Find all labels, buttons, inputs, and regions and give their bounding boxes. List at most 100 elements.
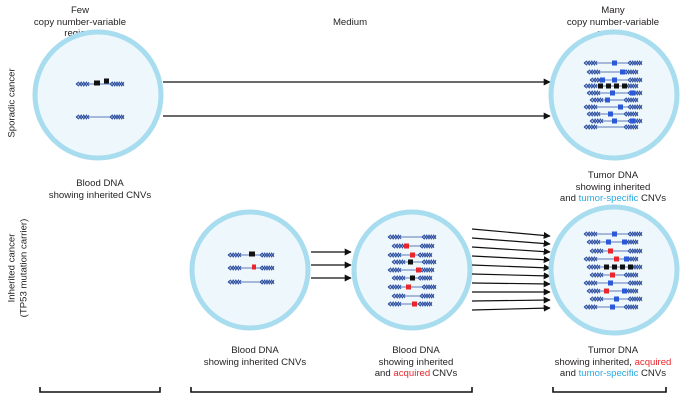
cell: [189, 209, 311, 331]
dna-helix-icon: [387, 267, 402, 273]
dna-strand: [623, 69, 639, 75]
dna-strand: [583, 124, 598, 130]
dna-strand: [627, 231, 643, 237]
arrow: [471, 304, 551, 312]
dna-strand: [421, 234, 437, 240]
cnv-marker: [410, 275, 415, 281]
dna-strand: [589, 97, 604, 103]
dna-helix-icon: [586, 264, 601, 270]
dna-helix-icon: [421, 284, 437, 290]
dna-strand: [586, 288, 601, 294]
dna-strand: [75, 81, 90, 87]
dna-strand: [586, 69, 601, 75]
dna-strand: [75, 114, 90, 120]
dna-helix-icon: [583, 104, 598, 110]
cnv-marker: [604, 288, 609, 294]
dna-helix-icon: [387, 234, 402, 240]
dna-helix-icon: [583, 83, 598, 89]
dna-helix-icon: [589, 248, 604, 254]
dna-strand: [421, 284, 437, 290]
dna-helix-icon: [391, 275, 406, 281]
dna-strand: [627, 296, 643, 302]
dna-strand: [623, 272, 639, 278]
dna-helix-icon: [417, 301, 433, 307]
dna-helix-icon: [623, 97, 639, 103]
dna-strand: [623, 304, 639, 310]
caption-inherited-blood2: Blood DNA showing inherited and acquired…: [374, 345, 458, 379]
dna-strand: [259, 265, 275, 271]
dna-strand: [259, 279, 275, 285]
dna-strand: [391, 293, 406, 299]
dna-strand: [586, 264, 601, 270]
cnv-marker: [416, 267, 421, 273]
cnv-marker: [610, 272, 615, 278]
dna-strand: [419, 267, 435, 273]
dna-strand: [586, 90, 601, 96]
dna-strand: [583, 304, 598, 310]
dna-strand: [227, 265, 242, 271]
cnv-marker: [408, 259, 413, 265]
dna-strand: [623, 124, 639, 130]
dna-strand: [419, 293, 435, 299]
dna-strand: [391, 259, 406, 265]
cnv-marker: [622, 83, 627, 89]
caption-inherited-blood1: Blood DNA showing inherited CNVs: [203, 345, 307, 368]
dna-strand: [623, 111, 639, 117]
dna-strand: [421, 259, 437, 265]
cnv-marker: [610, 304, 615, 310]
dna-strand: [421, 284, 437, 290]
dna-strand: [417, 252, 433, 258]
dna-strand: [259, 279, 275, 285]
dna-helix-icon: [627, 280, 643, 286]
dna-helix-icon: [627, 60, 643, 66]
cnv-marker: [612, 118, 617, 124]
dna-helix-icon: [589, 118, 604, 124]
dna-strand: [627, 296, 643, 302]
arrow: [471, 246, 551, 256]
dna-strand: [419, 243, 435, 249]
dna-helix-icon: [586, 288, 601, 294]
dna-strand: [417, 301, 433, 307]
dna-helix-icon: [391, 243, 406, 249]
dna-helix-icon: [583, 231, 598, 237]
dna-strand: [623, 272, 639, 278]
dna-strand: [417, 275, 433, 281]
dna-helix-icon: [387, 284, 402, 290]
dna-strand: [391, 243, 406, 249]
dna-helix-icon: [259, 279, 275, 285]
dna-helix-icon: [387, 301, 402, 307]
dna-strand: [627, 104, 643, 110]
cnv-marker: [404, 243, 409, 249]
dna-strand: [627, 280, 643, 286]
dna-strand: [227, 252, 242, 258]
dna-strand: [583, 231, 598, 237]
cnv-marker: [614, 83, 619, 89]
cnv-marker: [612, 264, 617, 270]
dna-helix-icon: [583, 60, 598, 66]
dna-strand: [623, 97, 639, 103]
dna-helix-icon: [259, 265, 275, 271]
cnv-marker: [606, 239, 611, 245]
cnv-marker: [604, 264, 609, 270]
dna-helix-icon: [627, 248, 643, 254]
dna-helix-icon: [417, 252, 433, 258]
dna-strand: [387, 301, 402, 307]
dna-helix-icon: [417, 275, 433, 281]
dna-helix-icon: [627, 104, 643, 110]
dna-strand: [417, 301, 433, 307]
dna-helix-icon: [227, 265, 242, 271]
cnv-marker: [249, 251, 255, 257]
dna-strand: [387, 284, 402, 290]
dna-helix-icon: [627, 296, 643, 302]
dna-helix-icon: [227, 279, 242, 285]
dna-helix-icon: [583, 124, 598, 130]
dna-helix-icon: [583, 256, 598, 262]
cnv-marker: [624, 256, 629, 262]
dna-strand: [391, 275, 406, 281]
dna-helix-icon: [227, 252, 242, 258]
dna-helix-icon: [586, 69, 601, 75]
arrow: [471, 228, 551, 239]
dna-helix-icon: [589, 272, 604, 278]
